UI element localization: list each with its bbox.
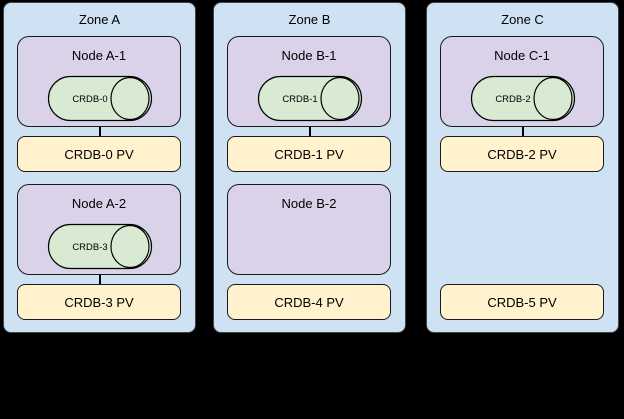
crdb-5-pv-box: CRDB-5 PV	[440, 284, 604, 320]
zone-a: Zone A Node A-1 CRDB-0 CRDB-0 PV Node A-…	[3, 2, 196, 333]
node-title: Node B-2	[281, 196, 337, 211]
zone-title: Zone A	[78, 12, 121, 27]
database-cylinder-crdb-2: CRDB-2	[470, 75, 576, 122]
cylinder-label: CRDB-0	[72, 94, 107, 105]
node-title: Node B-1	[281, 48, 337, 63]
database-cylinder-crdb-0: CRDB-0	[47, 75, 153, 122]
zone-title: Zone C	[501, 12, 544, 27]
connector-line	[99, 275, 101, 284]
node-b-1: Node B-1 CRDB-1	[227, 36, 391, 127]
pv-label: CRDB-2 PV	[487, 146, 557, 162]
crdb-2-pv-box: CRDB-2 PV	[440, 136, 604, 172]
cylinder-label: CRDB-2	[495, 94, 530, 105]
node-title: Node A-2	[71, 196, 127, 211]
zone-title: Zone B	[288, 12, 331, 27]
cylinder-label: CRDB-1	[282, 94, 317, 105]
node-c-1: Node C-1 CRDB-2	[440, 36, 604, 127]
pv-label: CRDB-3 PV	[64, 294, 134, 310]
node-a-1: Node A-1 CRDB-0	[17, 36, 181, 127]
cylinder-label: CRDB-3	[72, 242, 107, 253]
node-title: Node A-1	[71, 48, 127, 63]
pv-label: CRDB-4 PV	[274, 294, 344, 310]
pv-label: CRDB-1 PV	[274, 146, 344, 162]
database-cylinder-crdb-3: CRDB-3	[47, 223, 153, 270]
crdb-1-pv-box: CRDB-1 PV	[227, 136, 391, 172]
crdb-0-pv-box: CRDB-0 PV	[17, 136, 181, 172]
crdb-4-pv-box: CRDB-4 PV	[227, 284, 391, 320]
node-b-2: Node B-2	[227, 184, 391, 275]
zone-c: Zone C Node C-1 CRDB-2 CRDB-2 PV CRDB-5 …	[426, 2, 619, 333]
database-cylinder-crdb-1: CRDB-1	[257, 75, 363, 122]
node-a-2: Node A-2 CRDB-3	[17, 184, 181, 275]
node-title: Node C-1	[494, 48, 550, 63]
connector-line	[309, 127, 311, 136]
pv-label: CRDB-0 PV	[64, 146, 134, 162]
zone-b: Zone B Node B-1 CRDB-1 CRDB-1 PV Node B-…	[213, 2, 406, 333]
crdb-3-pv-box: CRDB-3 PV	[17, 284, 181, 320]
connector-line	[522, 127, 524, 136]
pv-label: CRDB-5 PV	[487, 294, 557, 310]
connector-line	[99, 127, 101, 136]
